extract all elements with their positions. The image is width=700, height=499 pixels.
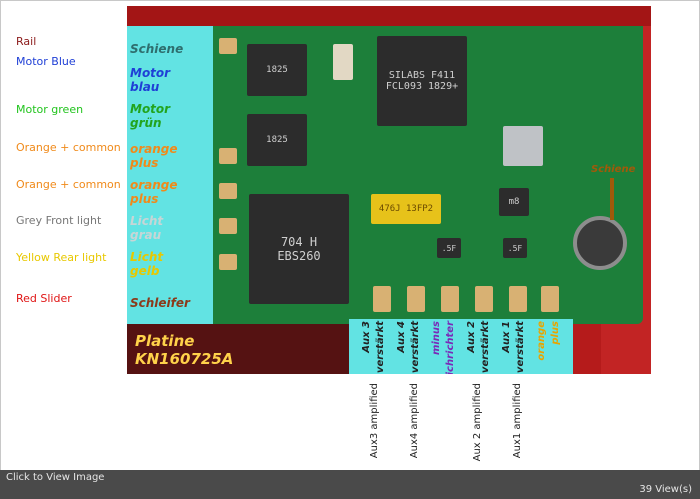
pad-orange-1 — [219, 148, 237, 164]
pad-licht-gelb — [219, 254, 237, 270]
pin-label-line: Motor — [130, 102, 171, 116]
small1-label: m8 — [508, 197, 520, 207]
aux3-pad — [373, 286, 391, 312]
bottom-pin-label: Aux 4 — [396, 321, 407, 353]
cap-label: 476J 13FP2 — [378, 204, 434, 214]
crystal-oscillator — [503, 126, 543, 166]
platine-line1: Platine — [135, 332, 195, 350]
pin-label-line: grün — [130, 116, 162, 130]
pin-label-line: orange — [130, 178, 178, 192]
legend-item: Motor Blue — [16, 55, 76, 68]
screw-icon — [573, 216, 627, 270]
decoder-photo[interactable]: 1825 1825 SILABS F411 FCL093 1829+ 704 H… — [127, 6, 651, 374]
pin-label-line: Licht — [130, 250, 164, 264]
view-count: 39 View(s) — [639, 484, 692, 495]
pad-orange-2 — [219, 183, 237, 199]
english-aux-label: Aux3 amplified — [369, 383, 380, 459]
bottom-pin-label: verstärkt — [375, 321, 386, 374]
pin-label-line: plus — [130, 156, 159, 170]
smd-capacitor — [333, 44, 353, 80]
bottom-pin-label: plus — [550, 321, 561, 345]
pcb-board: 1825 1825 SILABS F411 FCL093 1829+ 704 H… — [127, 26, 643, 324]
small3-label: .5F — [507, 243, 523, 253]
pin-label-line: plus — [130, 192, 159, 206]
schiene-callout: Schiene — [591, 164, 636, 175]
platine-label-box: Platine KN160725A — [127, 324, 349, 374]
legend-item: Orange + common — [16, 178, 121, 191]
aux4-pad — [407, 286, 425, 312]
mosfet-chip-2: 1825 — [247, 114, 307, 166]
bottom-pin-label: Aux 1 — [501, 321, 512, 353]
diode-2: .5F — [503, 238, 527, 258]
bottom-pin-label: orange — [536, 321, 547, 361]
mosfet-chip-1: 1825 — [247, 44, 307, 96]
orange-plus-pad — [541, 286, 559, 312]
english-aux-label: Aux1 amplified — [512, 383, 523, 459]
pin-label-line: grau — [130, 228, 162, 242]
chip-2-label: 1825 — [266, 135, 288, 145]
minus-pad — [441, 286, 459, 312]
pin-label-line: blau — [130, 80, 160, 94]
bottom-pin-label: minus — [431, 321, 442, 356]
legend-item: Motor green — [16, 103, 84, 116]
pin-label-line: Motor — [130, 66, 171, 80]
pin-label-line: Schleifer — [130, 296, 190, 310]
photo-top-housing — [127, 6, 651, 26]
mcu-chip: SILABS F411 FCL093 1829+ — [377, 36, 467, 126]
small-transistor: m8 — [499, 188, 529, 216]
legend-item: Yellow Rear light — [16, 251, 107, 264]
pin-label-line: orange — [130, 142, 178, 156]
mcu-label: SILABS F411 FCL093 1829+ — [385, 70, 459, 92]
bottom-pin-label: verstärkt — [410, 321, 421, 374]
english-aux-label: Aux4 amplified — [409, 383, 420, 459]
pin-label-line: Licht — [130, 214, 164, 228]
pin-label: Schiene — [130, 42, 183, 56]
motor-driver-chip: 704 H EBS260 — [249, 194, 349, 304]
legend-item: Orange + common — [16, 141, 121, 154]
bottom-pin-label: verstärkt — [515, 321, 526, 374]
viewer-status-bar: Click to View Image 39 View(s) — [0, 470, 700, 499]
click-to-view-link[interactable]: Click to View Image — [6, 472, 105, 483]
pad-licht-grau — [219, 218, 237, 234]
tantalum-capacitor: 476J 13FP2 — [371, 194, 441, 224]
legend-item: Grey Front light — [16, 214, 102, 227]
bottom-pin-label: Aux 2 — [466, 321, 477, 353]
schiene-wire — [610, 178, 614, 220]
driver-label: 704 H EBS260 — [277, 235, 321, 263]
aux2-pad — [475, 286, 493, 312]
pin-label-line: Schiene — [130, 42, 184, 56]
bottom-pin-label: Gleichrichter — [445, 321, 456, 374]
bottom-pin-label: verstärkt — [480, 321, 491, 374]
pin-label-line: gelb — [130, 264, 160, 278]
pin-label: Schleifer — [130, 296, 190, 310]
platine-line2: KN160725A — [135, 350, 234, 368]
small2-label: .5F — [441, 243, 457, 253]
diode-1: .5F — [437, 238, 461, 258]
english-aux-label: Aux 2 amplified — [472, 383, 483, 462]
chip-1-label: 1825 — [266, 65, 288, 75]
bottom-pin-label: Aux 3 — [361, 321, 372, 353]
pad-schiene — [219, 38, 237, 54]
legend-item: Rail — [16, 35, 37, 48]
legend-item: Red Slider — [16, 292, 72, 305]
aux1-pad — [509, 286, 527, 312]
